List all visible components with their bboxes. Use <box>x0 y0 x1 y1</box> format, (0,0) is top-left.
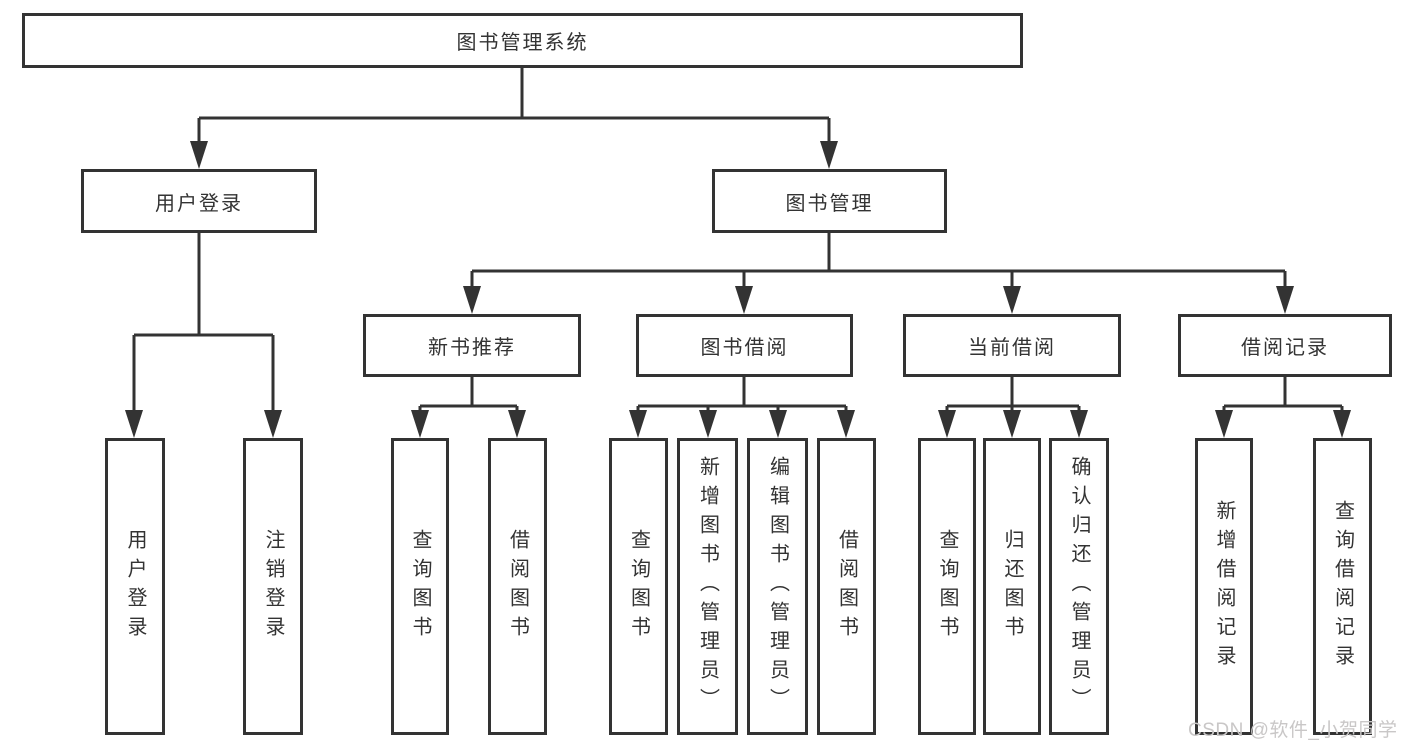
leaf-records-query: 查询借阅记录 <box>1313 438 1372 735</box>
csdn-watermark: CSDN @软件_小贺同学 <box>1188 720 1398 741</box>
leaf-borrow-query: 查询图书 <box>609 438 668 735</box>
node-current-borrow: 当前借阅 <box>903 314 1121 377</box>
node-root-system: 图书管理系统 <box>22 13 1023 68</box>
node-new-book-recommend: 新书推荐 <box>363 314 581 377</box>
leaf-user-login: 用户登录 <box>105 438 165 735</box>
leaf-borrow-edit-admin: 编辑图书（管理员） <box>747 438 808 735</box>
leaf-records-add: 新增借阅记录 <box>1195 438 1253 735</box>
node-user-login: 用户登录 <box>81 169 317 233</box>
node-book-management: 图书管理 <box>712 169 947 233</box>
leaf-newbooks-query: 查询图书 <box>391 438 449 735</box>
leaf-current-return: 归还图书 <box>983 438 1041 735</box>
leaf-logout: 注销登录 <box>243 438 303 735</box>
leaf-borrow-borrow: 借阅图书 <box>817 438 876 735</box>
node-borrow-records: 借阅记录 <box>1178 314 1392 377</box>
node-book-borrow: 图书借阅 <box>636 314 853 377</box>
leaf-current-confirm-admin: 确认归还（管理员） <box>1049 438 1109 735</box>
leaf-current-query: 查询图书 <box>918 438 976 735</box>
leaf-borrow-add-admin: 新增图书（管理员） <box>677 438 738 735</box>
leaf-newbooks-borrow: 借阅图书 <box>488 438 547 735</box>
